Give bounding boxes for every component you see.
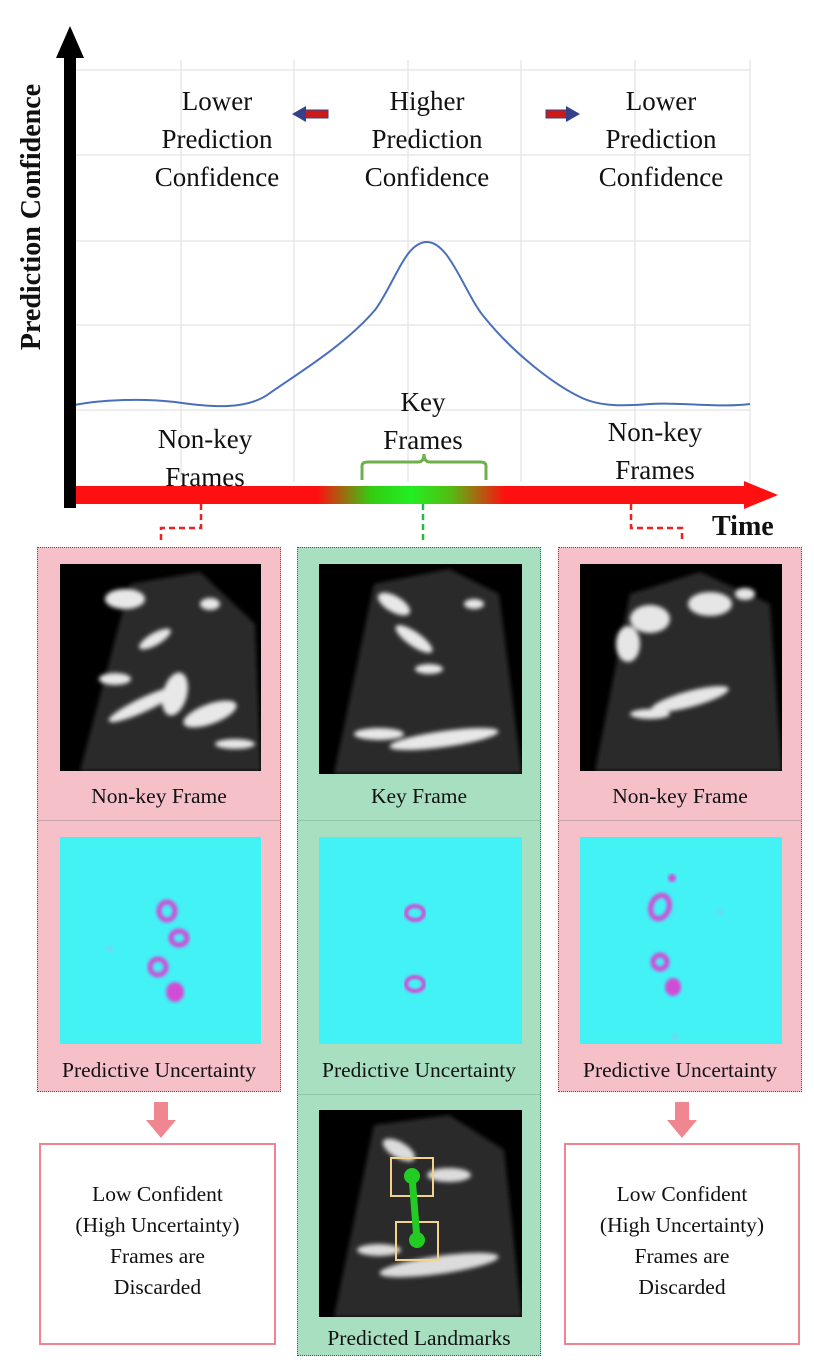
left-uncertainty-map xyxy=(60,837,261,1044)
right-panel-divider xyxy=(559,820,801,821)
chart-grid xyxy=(74,60,751,482)
right-confidence-label: Lower Prediction Confidence xyxy=(598,86,724,192)
right-discard-line-3: Frames are xyxy=(634,1244,730,1268)
left-connector xyxy=(159,504,203,540)
right-nonkey-panel: Non-key Frame Predictive Uncertainty xyxy=(558,547,802,1092)
left-discard-line-1: Low Confident xyxy=(92,1182,223,1206)
right-uncertainty-caption: Predictive Uncertainty xyxy=(582,1058,778,1082)
x-axis-label: Time xyxy=(712,511,774,542)
key-ultrasound-frame xyxy=(319,564,522,774)
left-discard-line-4: Discarded xyxy=(113,1275,202,1299)
key-uncertainty-caption: Predictive Uncertainty xyxy=(321,1058,517,1082)
right-uncertainty-map xyxy=(580,837,782,1044)
center-confidence-label: Higher Prediction Confidence xyxy=(364,86,490,192)
confidence-chart xyxy=(56,26,778,540)
key-panel-divider-1 xyxy=(298,820,540,821)
right-ultrasound-frame xyxy=(580,564,782,771)
left-panel-divider xyxy=(38,820,280,821)
left-frame-caption: Non-key Frame xyxy=(91,784,227,808)
y-axis-arrow xyxy=(56,26,84,508)
landmark-point-bottom xyxy=(409,1232,425,1248)
key-frames-label: Key Frames xyxy=(383,387,463,455)
left-discard-box: Low Confident (High Uncertainty) Frames … xyxy=(39,1143,276,1345)
left-ultrasound-frame xyxy=(60,564,261,771)
landmarks-caption: Predicted Landmarks xyxy=(327,1326,511,1350)
predicted-landmarks-frame xyxy=(319,1110,522,1317)
right-frame-caption: Non-key Frame xyxy=(612,784,748,808)
left-confidence-label: Lower Prediction Confidence xyxy=(154,86,280,192)
right-discard-line-4: Discarded xyxy=(638,1275,726,1299)
confidence-curve xyxy=(73,240,751,408)
right-direction-arrow xyxy=(545,106,580,122)
left-discard-line-3: Frames are xyxy=(110,1244,205,1268)
landmark-point-top xyxy=(404,1168,420,1184)
key-uncertainty-map xyxy=(319,837,522,1044)
y-axis-label: Prediction Confidence xyxy=(16,83,47,351)
right-discard-box: Low Confident (High Uncertainty) Frames … xyxy=(564,1143,800,1345)
key-frames-brace xyxy=(360,453,488,480)
right-down-arrow xyxy=(667,1102,697,1138)
left-discard-line-2: (High Uncertainty) xyxy=(75,1213,240,1237)
key-frame-caption: Key Frame xyxy=(370,784,468,808)
right-connector xyxy=(629,504,684,540)
right-nonkey-label: Non-key Frames xyxy=(607,417,703,485)
left-down-arrow xyxy=(146,1102,176,1138)
left-uncertainty-caption: Predictive Uncertainty xyxy=(61,1058,257,1082)
key-frame-panel: Key Frame Predictive Uncertainty xyxy=(297,547,541,1356)
left-nonkey-label: Non-key Frames xyxy=(157,424,253,492)
key-panel-divider-2 xyxy=(298,1094,540,1095)
right-discard-line-1: Low Confident xyxy=(616,1182,748,1206)
right-discard-line-2: (High Uncertainty) xyxy=(599,1213,765,1237)
left-direction-arrow xyxy=(292,106,329,122)
time-axis-arrow xyxy=(76,481,778,509)
left-nonkey-panel: Non-key Frame Predictive Uncertainty xyxy=(37,547,281,1092)
